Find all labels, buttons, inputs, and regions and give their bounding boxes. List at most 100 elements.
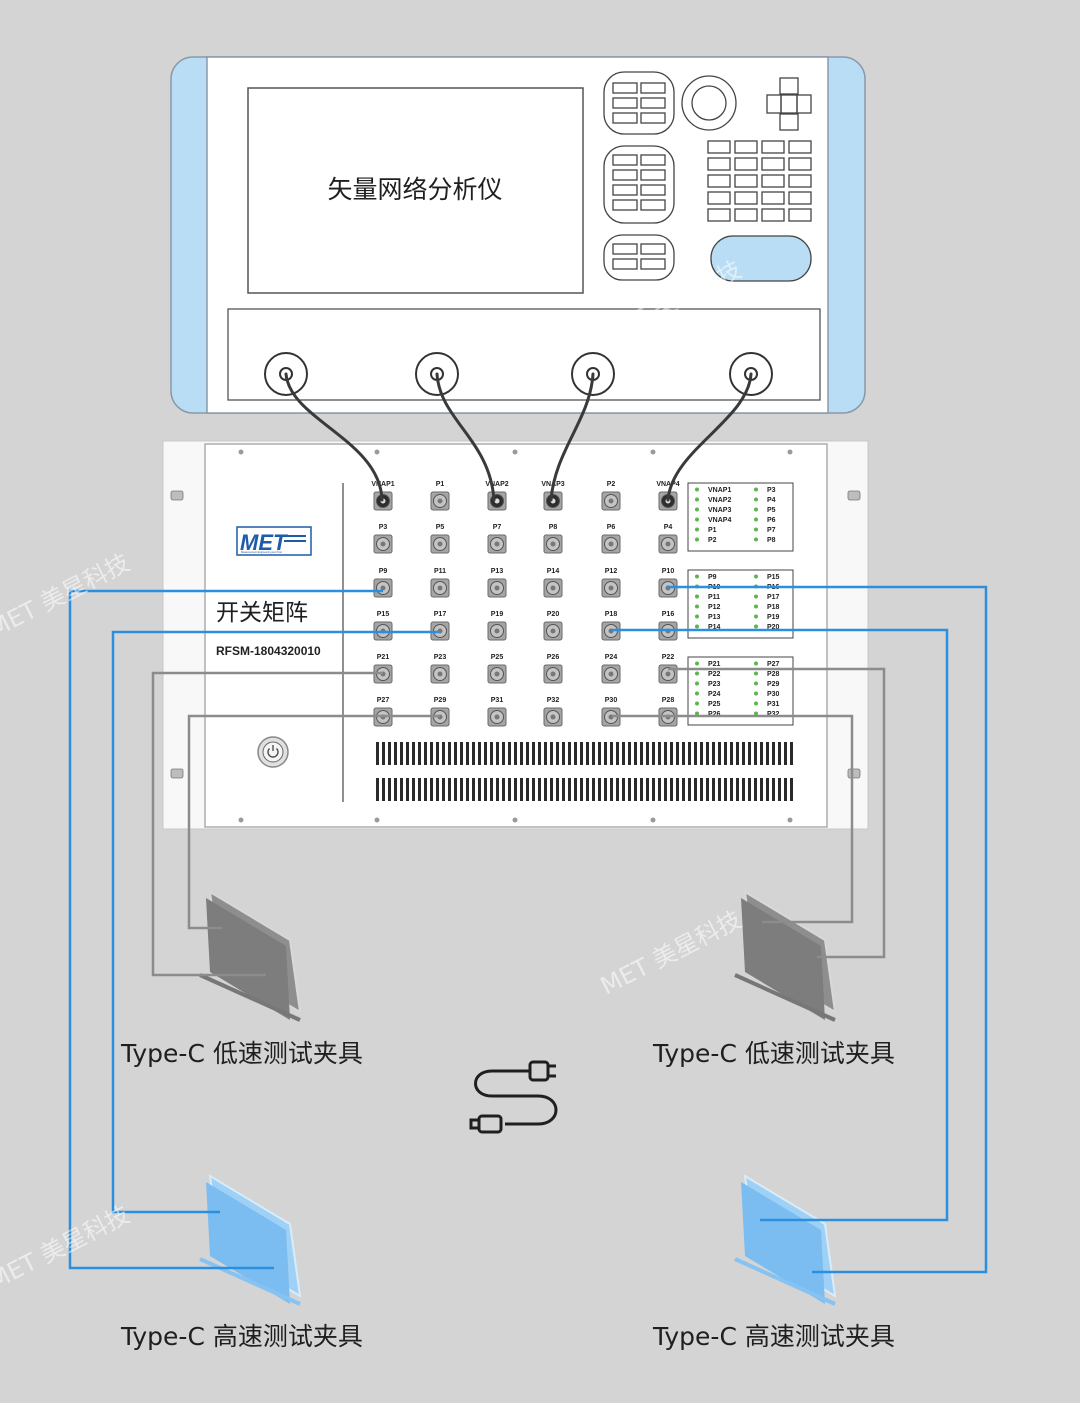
port-connector[interactable] xyxy=(487,491,507,511)
port-connector[interactable] xyxy=(373,534,393,554)
vent-slot xyxy=(748,742,751,765)
vent-slot xyxy=(676,742,679,765)
indicator-label: VNAP3 xyxy=(708,507,731,514)
port-label: P10 xyxy=(662,568,675,575)
status-led xyxy=(695,507,699,512)
vent-slot xyxy=(640,778,643,801)
rotary-knob-icon[interactable] xyxy=(681,75,737,131)
port-connector[interactable] xyxy=(487,578,507,598)
port-connector[interactable] xyxy=(487,534,507,554)
port-connector[interactable] xyxy=(430,664,450,684)
indicator-label: P11 xyxy=(708,594,720,601)
vent-slot xyxy=(448,778,451,801)
vent-slot xyxy=(412,778,415,801)
vent-slot xyxy=(436,778,439,801)
vent-slot xyxy=(502,742,505,765)
status-led xyxy=(754,681,758,686)
indicator-label: P12 xyxy=(708,604,721,611)
port-label: P23 xyxy=(434,654,447,661)
vent-slot xyxy=(490,742,493,765)
vna-enter-button[interactable] xyxy=(710,235,812,282)
vent-slot xyxy=(466,778,469,801)
port-connector[interactable] xyxy=(430,491,450,511)
indicator-label: P1 xyxy=(708,527,717,534)
indicator-label: P14 xyxy=(708,624,721,631)
port-connector[interactable] xyxy=(658,664,678,684)
port-connector[interactable] xyxy=(601,534,621,554)
vna-title: 矢量网络分析仪 xyxy=(327,175,502,204)
switch-matrix-model: RFSM-1804320010 xyxy=(216,644,321,658)
status-led xyxy=(754,517,758,522)
port-connector[interactable] xyxy=(487,664,507,684)
vent-slot xyxy=(532,778,535,801)
vna-port-panel xyxy=(227,308,821,401)
port-connector[interactable] xyxy=(430,534,450,554)
vent-slot xyxy=(718,778,721,801)
indicator-label: P27 xyxy=(767,661,780,668)
port-connector[interactable] xyxy=(543,578,563,598)
vent-slot xyxy=(418,778,421,801)
status-led xyxy=(695,497,699,502)
indicator-label: P31 xyxy=(767,701,780,708)
port-label: P1 xyxy=(436,481,445,488)
vent-slot xyxy=(478,778,481,801)
status-led xyxy=(754,661,758,666)
port-label: P20 xyxy=(547,611,560,618)
status-led xyxy=(695,681,699,686)
vent-slot xyxy=(652,778,655,801)
vent-slot xyxy=(586,778,589,801)
dpad-icon[interactable] xyxy=(766,77,812,131)
vent-slot xyxy=(766,778,769,801)
vent-slot xyxy=(688,742,691,765)
indicator-label: P21 xyxy=(708,661,721,668)
port-connector[interactable] xyxy=(487,621,507,641)
power-button-icon[interactable] xyxy=(257,736,289,768)
vent-slot xyxy=(490,778,493,801)
vent-slot xyxy=(664,742,667,765)
status-led xyxy=(695,671,699,676)
svg-text:MET 美星科技: MET 美星科技 xyxy=(0,548,134,643)
port-connector[interactable] xyxy=(543,621,563,641)
port-connector[interactable] xyxy=(601,621,621,641)
indicator-label: P26 xyxy=(708,711,721,718)
port-status-indicators: VNAP1VNAP2VNAP3VNAP4P1P2P3P4P5P6P7P8P9P1… xyxy=(687,482,794,726)
vent-slot xyxy=(724,742,727,765)
port-connector[interactable] xyxy=(487,707,507,727)
vent-slot xyxy=(634,742,637,765)
vent-slot xyxy=(712,742,715,765)
vent-slot xyxy=(784,778,787,801)
vna-port-connectors[interactable] xyxy=(264,352,773,396)
vent-slot xyxy=(436,742,439,765)
port-connector[interactable] xyxy=(373,578,393,598)
port-label: P29 xyxy=(434,697,447,704)
port-label: P13 xyxy=(491,568,504,575)
vent-slot xyxy=(598,742,601,765)
switch-matrix-title: 开关矩阵 xyxy=(216,600,308,626)
vent-slot xyxy=(550,778,553,801)
vent-slot xyxy=(388,742,391,765)
port-connector[interactable] xyxy=(601,707,621,727)
vent-slot xyxy=(472,742,475,765)
port-connector[interactable] xyxy=(601,664,621,684)
vna-soft-keys[interactable] xyxy=(603,71,675,281)
vent-slot xyxy=(766,742,769,765)
port-connector[interactable] xyxy=(658,534,678,554)
vent-slot xyxy=(514,778,517,801)
vent-slot xyxy=(778,778,781,801)
port-connector[interactable] xyxy=(601,578,621,598)
port-connector[interactable] xyxy=(543,664,563,684)
low-speed-fixture-right-label: Type-C 低速测试夹具 xyxy=(652,1039,895,1068)
port-connector[interactable] xyxy=(543,707,563,727)
vent-slot xyxy=(574,742,577,765)
port-connector[interactable] xyxy=(543,534,563,554)
port-connector[interactable] xyxy=(601,491,621,511)
vent-slot xyxy=(502,778,505,801)
vent-slot xyxy=(694,742,697,765)
vna-numeric-keypad[interactable] xyxy=(707,140,812,222)
port-connector[interactable] xyxy=(430,578,450,598)
indicator-box xyxy=(687,482,794,552)
vent-slot xyxy=(544,742,547,765)
vent-slot xyxy=(382,778,385,801)
port-label: P22 xyxy=(662,654,675,661)
